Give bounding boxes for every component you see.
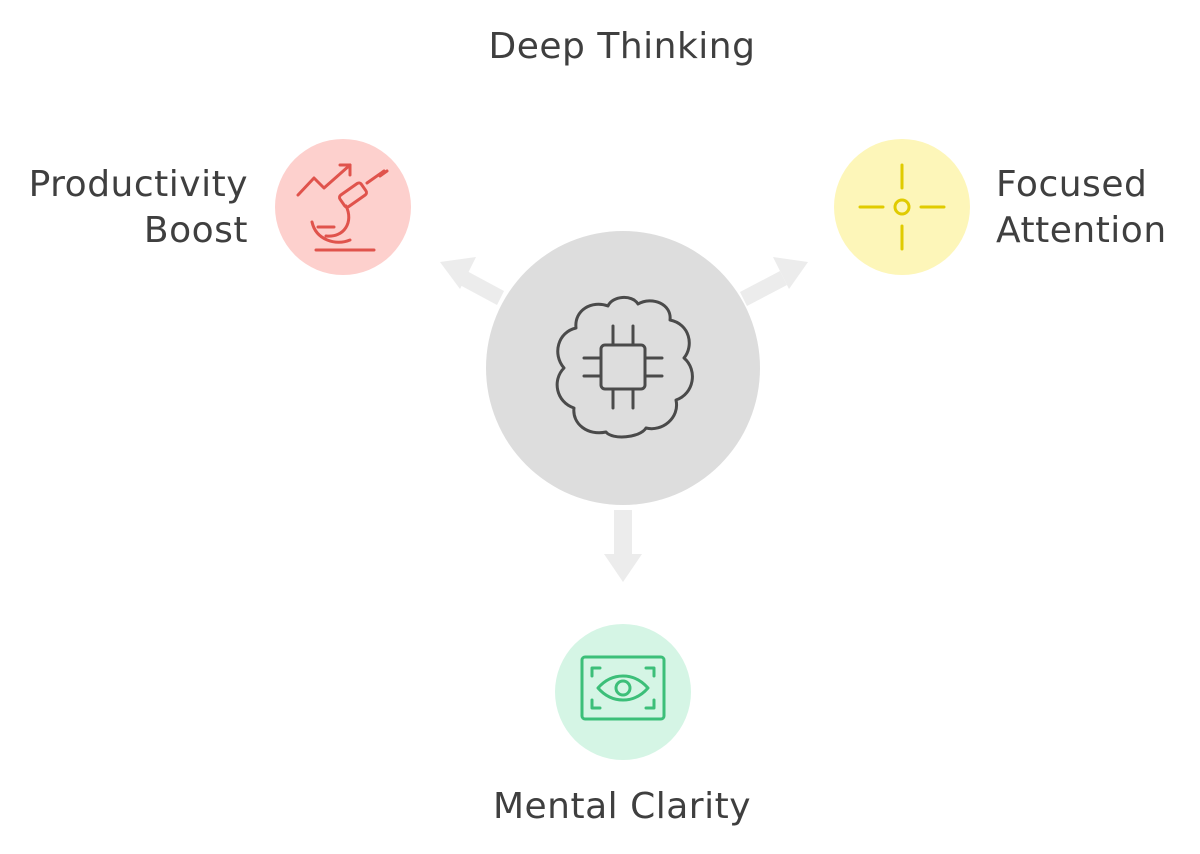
trend-microscope-icon: [296, 163, 389, 252]
focus-node: [834, 139, 970, 275]
productivity-node: [275, 139, 411, 275]
clarity-label: Mental Clarity: [492, 786, 752, 827]
productivity-circle: [275, 139, 411, 275]
clarity-node: [555, 624, 691, 760]
center-circle: [486, 231, 760, 505]
clarity-circle: [555, 624, 691, 760]
productivity-label: Productivity Boost: [28, 164, 248, 251]
focus-label: Focused Attention: [996, 164, 1167, 251]
diagram-title: Deep Thinking: [488, 26, 756, 67]
eye-frame-icon: [580, 655, 666, 721]
focus-circle: [834, 139, 970, 275]
brain-chip-icon: [555, 296, 694, 439]
center-node: [486, 231, 760, 505]
arrow-to-productivity: [440, 257, 504, 305]
connector-arrows: [440, 257, 808, 582]
arrow-to-focus: [740, 257, 808, 306]
crosshair-icon: [858, 163, 946, 251]
arrow-to-clarity: [604, 510, 642, 582]
